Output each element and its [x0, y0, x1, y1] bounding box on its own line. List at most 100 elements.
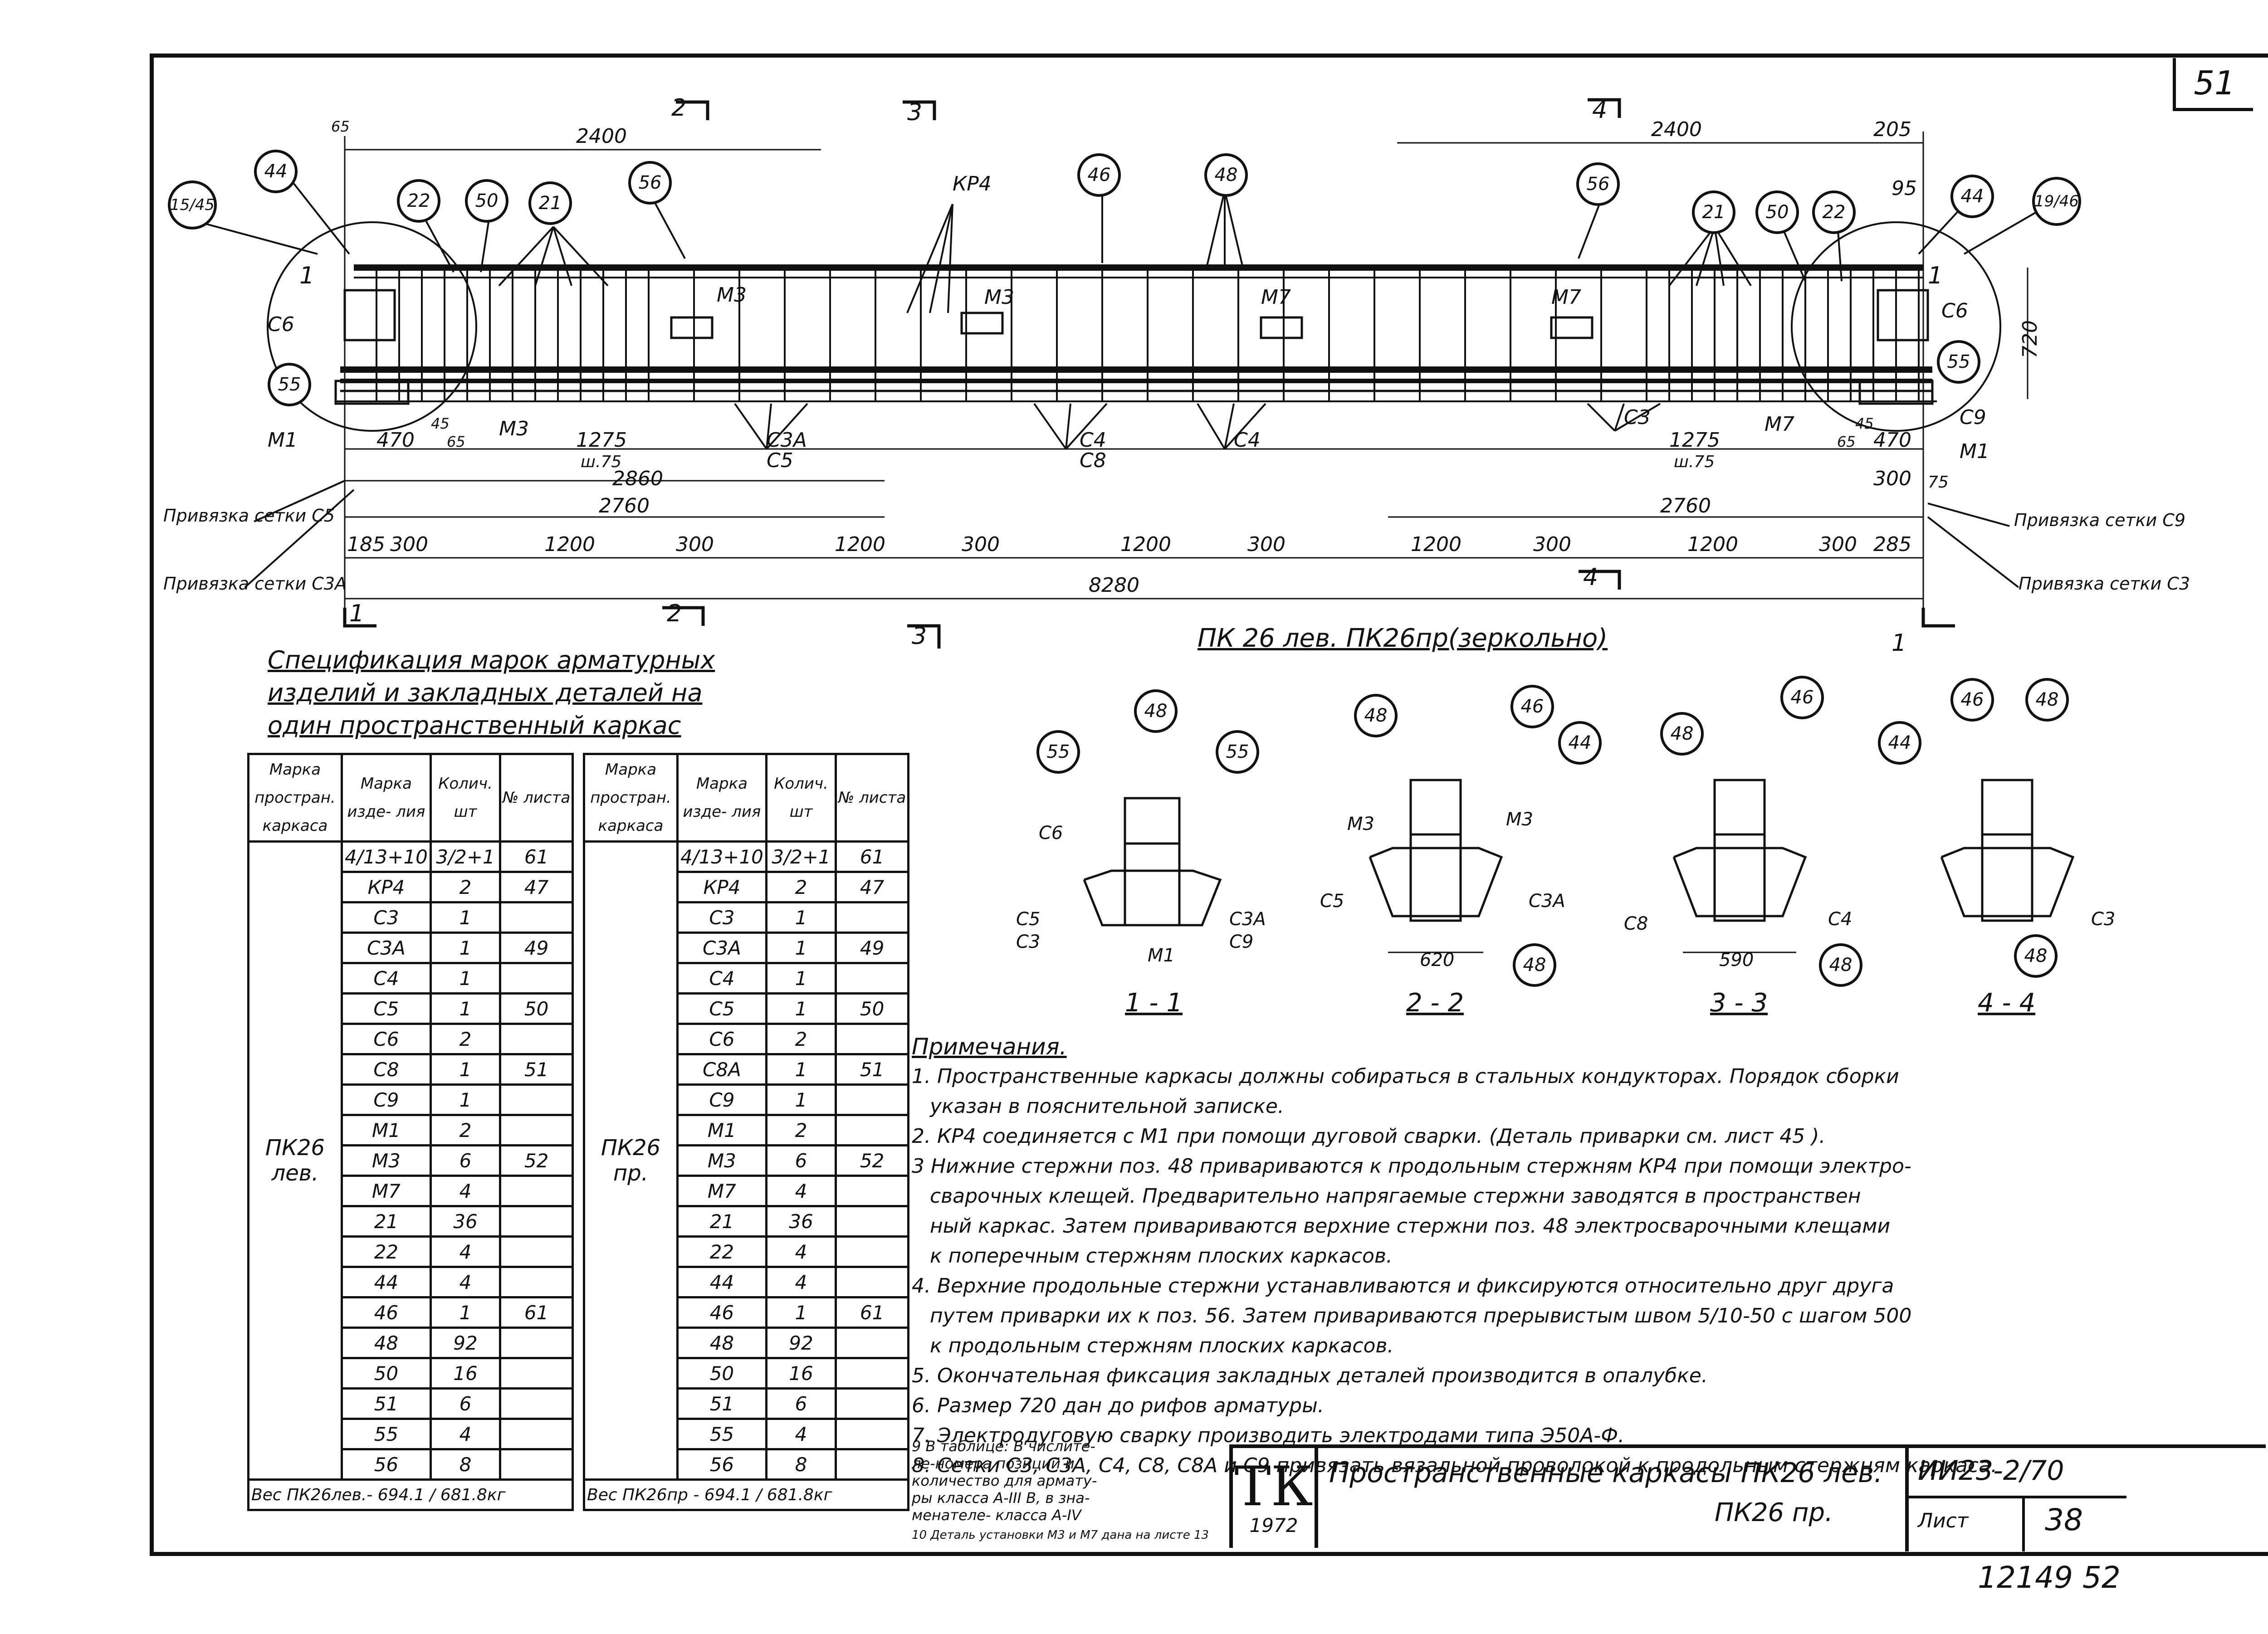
spec-qty: 6	[765, 1144, 837, 1177]
spec-sheet	[835, 1083, 909, 1116]
label-c9: С9	[1960, 406, 1986, 429]
spec-item-mark: С3А	[340, 932, 432, 964]
label-c6-left: С6	[268, 313, 294, 336]
s1-c6: С6	[1039, 823, 1063, 844]
spec-sheet: 51	[499, 1053, 574, 1086]
s2-c3a: С3А	[1529, 891, 1565, 912]
spec-sheet	[499, 1387, 574, 1420]
spec-item-mark: М7	[340, 1175, 432, 1207]
s3-label: 3 - 3	[1710, 988, 1768, 1018]
spec-sheet	[499, 901, 574, 934]
spec-qty: 1	[765, 1296, 837, 1329]
spec-item-mark: С4	[340, 962, 432, 995]
title-block: ТК 1972 Пространственные каркасы ПК26 ле…	[1229, 1444, 2266, 1551]
callout-19-46: 19/46	[2032, 177, 2081, 226]
dim-95: 95	[1892, 177, 1917, 200]
s1-c5: С5	[1016, 909, 1040, 930]
label-c4-b: С4	[1234, 429, 1261, 452]
spec-item-mark: 22	[676, 1235, 767, 1268]
dim-2400-left: 2400	[576, 125, 627, 148]
spec-qty: 1	[429, 1053, 502, 1086]
callout-44-left: 44	[254, 150, 298, 193]
spec-sheet	[499, 1175, 574, 1207]
callout-15-45: 15/45	[168, 180, 217, 229]
privyazka-c3: Привязка сетки С3	[2019, 574, 2190, 594]
spec-sheet	[835, 1175, 909, 1207]
spec-item-mark: С6	[340, 1023, 432, 1055]
spec-item-mark: КР4	[340, 871, 432, 903]
spec-table-left: Марка простран. каркаса Марка изде- лия …	[247, 753, 574, 1511]
spec-qty: 3/2+1	[765, 840, 837, 873]
note-9: 9 В таблице: В числите-ле-номера позиций…	[912, 1438, 1097, 1524]
note-line: ный каркас. Затем привариваются верхние …	[930, 1215, 1891, 1238]
spec-qty: 1	[429, 962, 502, 995]
callout-44-right: 44	[1950, 175, 1994, 218]
dim-sh75-right: ш.75	[1674, 453, 1715, 471]
notes-heading: Примечания.	[912, 1034, 1067, 1060]
callout-21-left: 21	[528, 181, 572, 225]
spec-item-mark: 21	[340, 1205, 432, 1238]
spec-sheet	[835, 1235, 909, 1268]
spec-item-mark: С6	[676, 1023, 767, 1055]
dim-2760-right: 2760	[1660, 494, 1711, 517]
spec-sheet	[835, 901, 909, 934]
note-10: 10 Деталь установки М3 и М7 дана на лист…	[912, 1528, 1209, 1542]
s4-callout-48-bottom: 48	[2014, 934, 2058, 978]
spec-item-mark: 55	[340, 1418, 432, 1450]
spec-sheet: 47	[499, 871, 574, 903]
callout-22-left: 22	[397, 179, 440, 223]
spec-right-weight: Вес ПК26пр - 694.1 / 681.8кг	[583, 1478, 909, 1511]
spec-qty: 36	[765, 1205, 837, 1238]
tk-logo: ТК	[1234, 1455, 1313, 1518]
note-line: 4. Верхние продольные стержни устанавлив…	[912, 1274, 1894, 1297]
spec-sheet	[499, 962, 574, 995]
spec-sheet: 61	[835, 1296, 909, 1329]
s2-m3-left: М3	[1347, 814, 1374, 834]
spec-title-line1: Спецификация марок арматурных	[268, 646, 715, 674]
spec-item-mark: 4/13+10	[676, 840, 767, 873]
tk-year: 1972	[1249, 1514, 1298, 1536]
section-mark-1-bottom: 1	[349, 600, 364, 627]
dim-45-right: 45	[1855, 415, 1874, 432]
label-kp4: КР4	[953, 172, 992, 195]
spec-sheet	[499, 1114, 574, 1146]
dim-row4-300f: 300	[1819, 533, 1857, 556]
notes: Примечания. 1. Пространственные каркасы …	[912, 1032, 2250, 1481]
spec-sheet	[499, 1023, 574, 1055]
spec-qty: 1	[765, 901, 837, 934]
s2-m3-right: М3	[1506, 809, 1533, 830]
spec-item-mark: 48	[340, 1327, 432, 1359]
label-c4-a: С4	[1080, 429, 1106, 452]
spec-item-mark: 55	[676, 1418, 767, 1450]
label-c6-right: С6	[1941, 299, 1968, 322]
spec-qty: 1	[429, 932, 502, 964]
drawing-title: ПК 26 лев. ПК26пр(зеркольно)	[1198, 624, 1608, 653]
spec-item-mark: С9	[340, 1083, 432, 1116]
note-line: сварочных клещей. Предварительно напряга…	[930, 1185, 1861, 1208]
dim-row4-300a: 300	[390, 533, 428, 556]
section-mark-2-top: 2	[671, 94, 686, 122]
s1-callout-55-right: 55	[1216, 730, 1259, 774]
spec-frame-mark: ПК26 пр.	[583, 840, 679, 1481]
spec-item-mark: 56	[340, 1448, 432, 1481]
spec-item-mark: М1	[340, 1114, 432, 1146]
note-line: указан в пояснительной записке.	[930, 1095, 1284, 1118]
spec-item-mark: С3А	[676, 932, 767, 964]
spec-qty: 1	[765, 932, 837, 964]
callout-56-right: 56	[1576, 162, 1620, 206]
spec-item-mark: С3	[340, 901, 432, 934]
